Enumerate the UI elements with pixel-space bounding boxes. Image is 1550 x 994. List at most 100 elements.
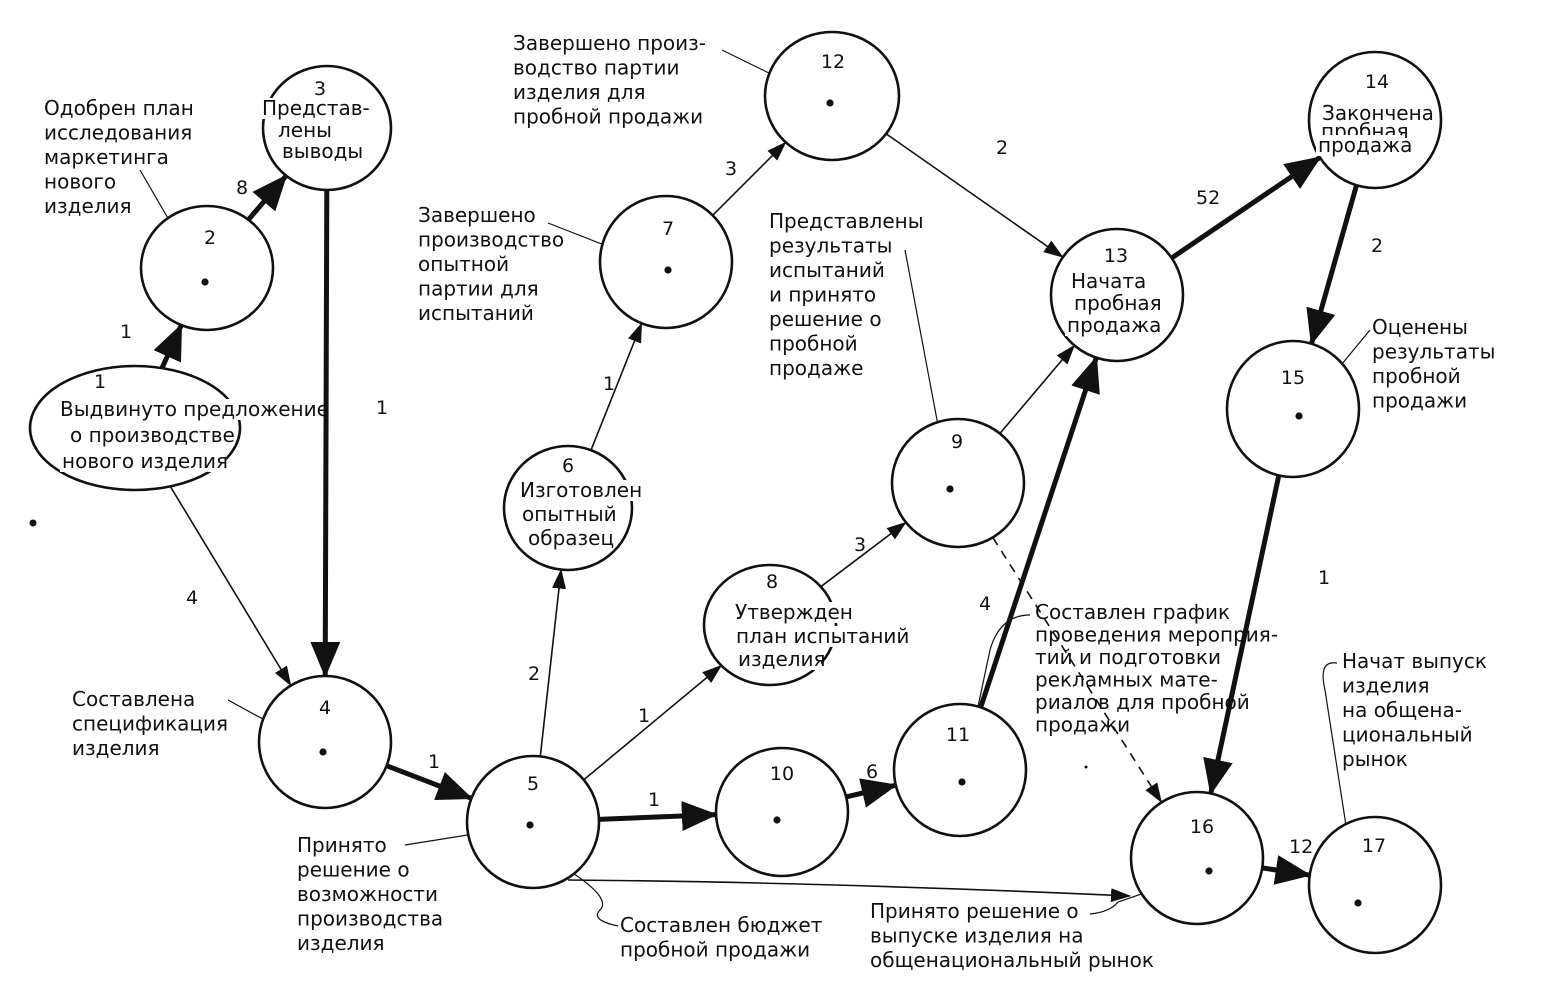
node-label-bg [733,602,842,623]
edge-11-13: 4 [978,355,1100,709]
edge-weight-label: 1 [638,705,650,727]
annotation-line: и принято [769,283,876,307]
node-number: 15 [1281,367,1305,389]
node-label-bg [526,528,612,549]
node-2: 2 [139,204,275,332]
node-circle [139,204,275,332]
annotation-line: изделия для [513,80,646,104]
node-label-line: изделия [738,647,826,671]
edge-line [590,322,643,451]
edge-8-9: 3 [820,521,907,588]
annotation-line: циональный [1342,723,1473,747]
edge-13-14: 52 [1170,155,1322,261]
edge-weight-label: 2 [1371,235,1383,257]
annotation-line: продажи [1035,713,1130,737]
annotation-line: Оценены [1372,315,1468,339]
annotation-line: Составлен бюджет [620,913,823,937]
edge-3-4: 1 [310,189,388,678]
annotation-line: Завершено произ- [513,31,706,55]
node-4: 4 [257,674,393,810]
node-label-line: продажа [1067,313,1161,337]
node-number: 2 [204,227,216,249]
node-7: 7 [598,194,734,330]
annotation-line: пробной продажи [620,938,810,962]
edge-line [999,344,1076,435]
node-number: 10 [770,763,794,785]
node-label-line: нового изделия [62,449,228,473]
edge-line [567,879,1131,903]
node-label-bg [520,504,606,525]
node-17: 17 [1307,815,1443,955]
node-number: 16 [1190,816,1214,838]
annotation-line: партии для [418,277,539,301]
node-label-bg [260,98,369,119]
edge-1-2: 1 [120,321,184,370]
annotation-line: тий и подготовки [1035,645,1221,669]
node-label-bg [736,649,822,670]
edge-line [246,174,288,222]
node-label-line: пробная [1074,291,1162,315]
edge-14-15: 2 [1306,184,1383,346]
node-label-bg [68,425,235,446]
edge-line [1261,855,1312,885]
node-label-line: о производстве [70,423,235,447]
edge-weight-label: 1 [603,373,615,395]
node-number: 8 [766,571,778,593]
node-circle [890,417,1026,549]
annotation-line: Начат выпуск [1342,649,1487,673]
node-dot [526,821,534,829]
node-circle [257,674,393,810]
annotation-line: испытаний [769,258,885,282]
node-number: 11 [946,724,970,746]
annotation-line: изделия [44,194,132,218]
node-dot [319,748,327,756]
edge-line [153,323,184,370]
annotation-leader-line [567,869,619,927]
annotation-line: результаты [1372,340,1495,364]
node-label-bg [60,451,227,472]
annotation-line: продаже [769,356,863,380]
node-label-line: Начата [1071,269,1146,293]
node-label-bg [1320,103,1429,124]
edge-weight-label: 1 [376,397,388,419]
annotation-line: пробной продажи [513,105,703,129]
edge-line [820,521,907,588]
annotation-line: водство партии [513,56,680,80]
node-dot [946,485,954,493]
edge-15-16: 1 [1203,474,1330,796]
node-dot [958,778,966,786]
edge-16-17: 12 [1261,836,1313,885]
node-circle [598,194,734,330]
node-circle [465,754,601,890]
node-label-line: Изготовлен [520,478,642,502]
node-label-line: Представ- [262,96,370,120]
edge-weight-label: 4 [979,593,991,615]
node-dot [201,278,209,286]
node-number: 1 [94,371,106,393]
annotation-node-2: Одобрен планисследованиямаркетинганового… [44,96,194,218]
node-15: 15 [1225,339,1361,479]
edge-5-16 [567,879,1131,903]
annotation-line: изделия [1342,674,1430,698]
edge-1-4: 4 [169,485,292,687]
node-circle [892,702,1028,838]
node-9: 9 [890,417,1026,549]
annotation-line: рекламных мате- [1035,668,1218,692]
node-circle [1225,339,1361,479]
node-dot [773,816,781,824]
edge-5-6: 2 [528,568,566,757]
annotation-line: выпуске изделия на [870,924,1084,948]
edge-line [1170,155,1322,261]
edge-weight-label: 1 [428,751,440,773]
annotation-leader-line [1089,870,1210,915]
node-circle [714,746,850,878]
annotation-line: результаты [769,234,892,258]
annotation-line: опытной [418,252,509,276]
annotation-line: испытаний [418,301,534,325]
